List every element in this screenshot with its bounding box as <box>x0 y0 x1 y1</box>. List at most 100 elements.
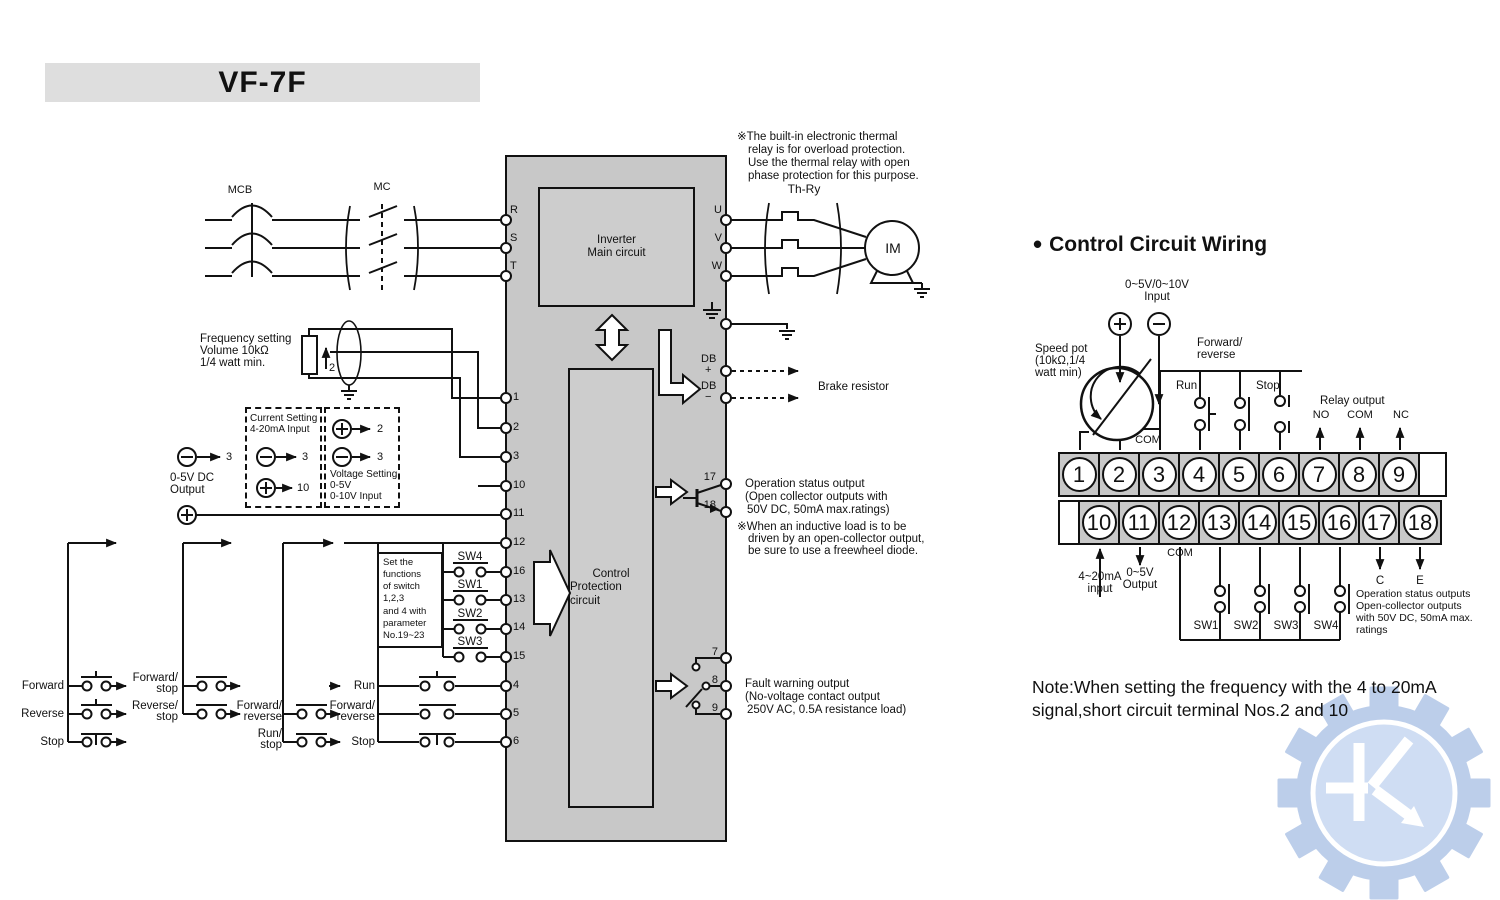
current-minus-target: 3 <box>302 451 309 463</box>
terminal-cell: 5 <box>1220 454 1260 495</box>
terminal-cell: 6 <box>1260 454 1300 495</box>
input-label: Input <box>1144 291 1170 303</box>
pot-wire-number: 2 <box>329 362 336 374</box>
sw-note-line: No.19~23 <box>383 629 425 641</box>
relay-no-label: NO <box>1312 409 1330 421</box>
terminal-cell: 4 <box>1180 454 1220 495</box>
db-minus-sign: − <box>705 391 712 403</box>
earth-icon <box>703 302 721 319</box>
arrow-icon <box>655 478 689 506</box>
col4-label: Forward/ <box>329 700 375 712</box>
inverter-box-line2: Main circuit <box>587 247 646 259</box>
col1-reverse-label: Reverse <box>21 708 64 720</box>
terminal-17: 17 <box>1361 505 1397 540</box>
terminal-label-v: V <box>714 232 722 244</box>
relay-output-label: Relay output <box>1320 395 1385 407</box>
wires <box>67 202 1425 748</box>
brake-resistor-label: Brake resistor <box>818 381 889 393</box>
sw4-label: SW4 <box>1313 620 1339 632</box>
terminal-6: 6 <box>1261 457 1297 492</box>
earth-icon-2 <box>731 323 795 340</box>
sw-note-line: and 4 with <box>383 605 427 617</box>
plus-icon <box>1108 312 1132 336</box>
terminal-2: 2 <box>1101 457 1137 492</box>
terminal-cell: 11 <box>1120 502 1160 543</box>
terminal-cell: 2 <box>1100 454 1140 495</box>
terminal-number: 2 <box>513 421 520 433</box>
sw-note-line: Set the functions <box>383 557 422 581</box>
terminal-number: 6 <box>513 735 520 747</box>
thermal-note-line: ※The built-in electronic thermal <box>737 131 898 143</box>
control-circuit-wiring <box>1079 312 1425 641</box>
plus-icon <box>256 478 276 498</box>
logo-k-arrow-icon <box>1326 736 1414 821</box>
blank-cell <box>1060 502 1080 543</box>
relay-nc-label: NC <box>1393 409 1409 421</box>
terminal-circles <box>500 214 732 748</box>
terminal-number: 15 <box>513 650 526 662</box>
inverter-box-line1: Inverter <box>597 233 636 246</box>
bent-arrow-icon <box>658 329 702 406</box>
current-plus-target: 10 <box>297 482 310 494</box>
plus-icon <box>177 505 197 525</box>
input-range-label: 0~5V/0~10V <box>1125 279 1189 291</box>
col4-label: reverse <box>336 711 375 723</box>
com-top-label: COM <box>1135 434 1161 446</box>
terminal-number: 4 <box>513 679 520 691</box>
freq-label-line: Volume 10kΩ <box>200 345 269 357</box>
relay-com-label: COM <box>1347 409 1373 421</box>
speed-pot-symbol <box>1079 366 1155 442</box>
dc-out-line: Output <box>170 484 205 496</box>
freq-label-line: 1/4 watt min. <box>200 357 266 369</box>
current-setting-box <box>245 407 322 508</box>
note-line: signal,short circuit terminal Nos.2 and … <box>1032 700 1349 720</box>
voltage-setting-box <box>324 407 400 508</box>
terminal-cell: 9 <box>1380 454 1420 495</box>
terminal-4: 4 <box>1181 457 1217 492</box>
terminal-5: 5 <box>1221 457 1257 492</box>
sw1-label: SW1 <box>1193 620 1219 632</box>
minus-icon <box>177 447 197 467</box>
run-label: Run <box>1176 380 1198 392</box>
input-4-20-line: 4~20mA <box>1078 571 1122 583</box>
terminal-number: 8 <box>711 674 718 686</box>
terminal-number: 3 <box>513 450 520 462</box>
terminal-8: 8 <box>1341 457 1377 492</box>
op-status-line: Operation status output <box>745 478 865 490</box>
ops-line: Open-collector outputs <box>1356 600 1462 612</box>
col1-forward-label: Forward <box>21 680 64 692</box>
ops-line: ratings <box>1356 624 1388 636</box>
thermal-note-line: relay is for overload protection. <box>748 144 906 156</box>
ops-line: with 50V DC, 50mA max. <box>1356 612 1473 624</box>
current-box-title: 4-20mA Input <box>250 424 310 435</box>
col3-label: reverse <box>243 711 282 723</box>
terminal-number: 16 <box>513 565 526 577</box>
terminal-number: 1 <box>513 391 520 403</box>
terminal-number: 7 <box>711 646 718 658</box>
speed-pot-line: watt min) <box>1035 367 1082 379</box>
db-minus-label: DB <box>701 380 717 392</box>
gear-logo-icon <box>1274 683 1494 900</box>
stop-label: Stop <box>1256 380 1280 392</box>
fault-line: (No-voltage contact output <box>745 691 880 703</box>
terminal-number: 10 <box>513 479 526 491</box>
terminal-cell: 15 <box>1280 502 1320 543</box>
title-banner: VF-7F <box>45 63 480 102</box>
col2-label: stop <box>156 683 178 695</box>
col4-run-label: Run <box>353 680 375 692</box>
mcb-label: MCB <box>227 184 253 196</box>
terminal-cell: 3 <box>1140 454 1180 495</box>
col4-stop-label: Stop <box>351 736 375 748</box>
page-title: VF-7F <box>218 65 307 99</box>
voltage-box-title: Voltage Setting <box>330 469 398 480</box>
potentiometer-symbol <box>301 335 318 375</box>
inductive-note-line: ※When an inductive load is to be <box>737 521 907 533</box>
terminal-cell: 14 <box>1240 502 1280 543</box>
sw3-label: SW3 <box>457 636 483 648</box>
motor-circle <box>864 220 920 276</box>
voltage-box-title: 0-5V <box>330 480 352 491</box>
control-circuit-wiring-heading: • Control Circuit Wiring <box>1033 229 1267 260</box>
terminal-strip-row2: 10 11 12 13 14 15 16 17 18 <box>1058 500 1442 545</box>
note-line: Note:When setting the frequency with the… <box>1032 677 1437 697</box>
